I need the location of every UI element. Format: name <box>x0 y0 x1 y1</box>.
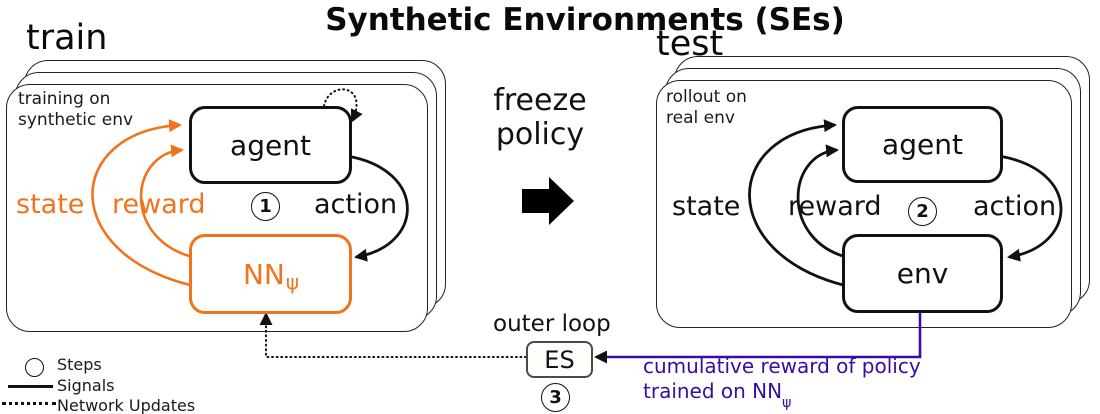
freeze-policy-label: freeze policy <box>455 84 625 152</box>
test-env-node: env <box>842 234 1003 313</box>
test-note-line2: real env <box>666 108 735 128</box>
test-agent-label: agent <box>882 128 963 161</box>
agent-self-update-arrow <box>323 88 363 123</box>
train-agent-node: agent <box>189 106 352 184</box>
train-note-line2: synthetic env <box>18 110 134 130</box>
train-note-line1: training on <box>18 89 111 109</box>
train-action-arrow <box>346 154 409 262</box>
legend-network-updates-icon <box>2 402 56 405</box>
test-env-label: env <box>896 257 949 290</box>
test-action-arrow <box>998 154 1063 262</box>
train-note: training on synthetic env <box>18 89 133 131</box>
test-action-label: action <box>973 191 1057 222</box>
step-2-badge: 2 <box>908 197 937 226</box>
freeze-policy-block-arrow <box>522 177 574 225</box>
cumulative-reward-line1: cumulative reward of policy <box>643 354 921 378</box>
test-note: rollout on real env <box>666 87 747 129</box>
outer-loop-label: outer loop <box>493 311 611 337</box>
train-agent-label: agent <box>230 128 311 162</box>
test-state-label: state <box>672 191 741 222</box>
legend-steps-icon <box>25 358 44 377</box>
train-state-label: state <box>16 189 85 220</box>
freeze-policy-line1: freeze <box>493 83 587 118</box>
train-action-label: action <box>314 189 398 220</box>
test-state-arrow <box>748 119 848 288</box>
train-panel-heading: train <box>26 18 108 58</box>
step-1-badge: 1 <box>251 192 280 221</box>
legend-signals-icon <box>8 385 53 388</box>
test-reward-arrow <box>796 144 851 260</box>
legend-network-updates-label: Network Updates <box>57 396 196 414</box>
cumulative-reward-line2-text: trained on NN <box>643 379 783 403</box>
es-network-update-wire <box>259 312 527 358</box>
test-panel-heading: test <box>656 24 724 64</box>
es-label: ES <box>544 345 575 374</box>
test-reward-label: reward <box>788 191 882 222</box>
es-node: ES <box>526 341 593 378</box>
train-nn-label: NN <box>242 257 285 291</box>
train-state-arrow <box>91 119 195 288</box>
train-reward-arrow <box>139 144 198 260</box>
test-agent-node: agent <box>842 106 1003 183</box>
legend-signals-label: Signals <box>57 376 115 395</box>
cumulative-reward-subscript: ψ <box>782 395 792 411</box>
legend-steps-label: Steps <box>57 355 102 374</box>
step-3-badge: 3 <box>541 383 570 412</box>
cumulative-reward-caption: cumulative reward of policy trained on N… <box>643 354 921 410</box>
freeze-policy-line2: policy <box>495 117 585 152</box>
cumulative-reward-line2: trained on NNψ <box>643 379 921 410</box>
cumulative-reward-wire <box>594 307 922 364</box>
train-reward-label: reward <box>112 189 206 220</box>
test-note-line1: rollout on <box>666 87 747 107</box>
figure-title: Synthetic Environments (SEs) <box>325 2 845 38</box>
